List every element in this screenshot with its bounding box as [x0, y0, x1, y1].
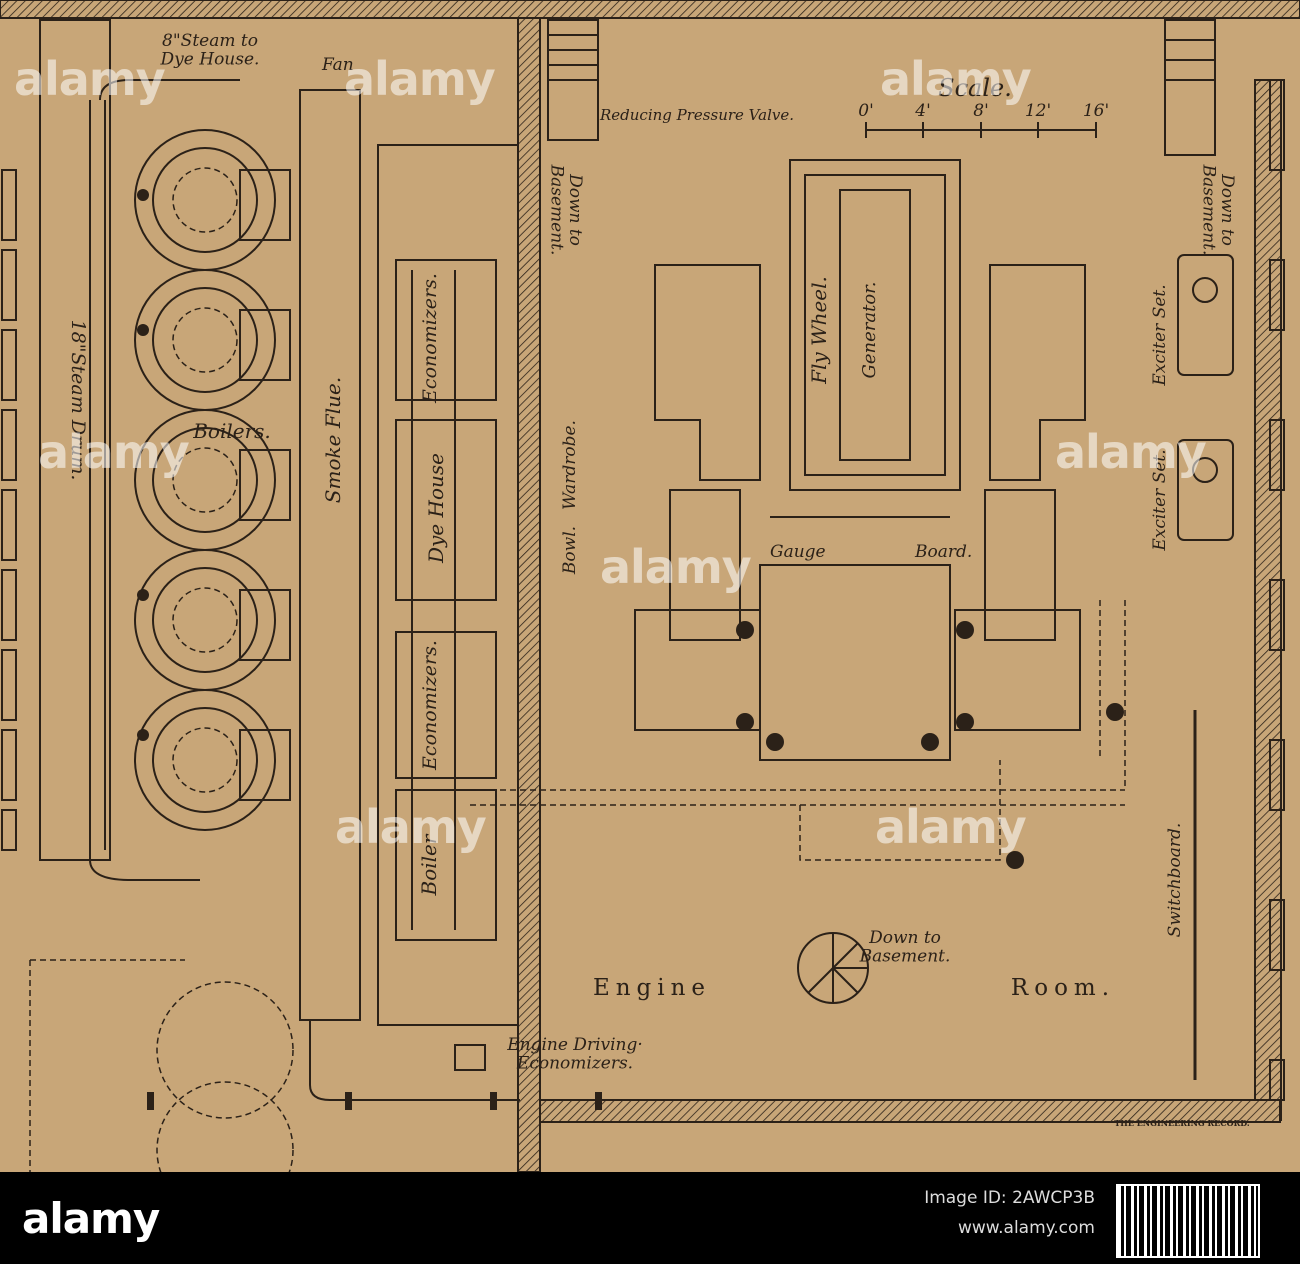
- top-wall: [0, 0, 1300, 19]
- economizer-bay-outline: [377, 144, 519, 1026]
- label-fan: Fan: [321, 55, 354, 75]
- image-id: Image ID: 2AWCP3B: [924, 1188, 1095, 1208]
- label-boiler: Boiler: [417, 833, 441, 896]
- middle-wall: [517, 17, 541, 1172]
- label-steam-drum: 18"Steam Drum.: [67, 320, 89, 481]
- label-switchboard: Switchboard.: [1165, 823, 1185, 938]
- barcode-icon: [1116, 1184, 1260, 1258]
- label-gauge: Gauge: [770, 542, 826, 562]
- label-scale-tick-4: 16': [1083, 101, 1109, 121]
- label-smoke-flue: Smoke Flue.: [321, 377, 345, 503]
- label-scale-title: Scale.: [938, 74, 1012, 102]
- label-boilers: Boilers.: [192, 419, 271, 443]
- label-generator: Generator.: [859, 281, 880, 378]
- label-scale-tick-2: 8': [973, 101, 989, 121]
- boiler-units: [134, 129, 291, 831]
- label-fly-wheel: Fly Wheel.: [807, 276, 831, 385]
- label-credit: THE ENGINEERING RECORD.: [1114, 1118, 1250, 1128]
- label-scale-tick-3: 12': [1025, 101, 1051, 121]
- label-wardrobe: Wardrobe.: [560, 420, 580, 510]
- spiral-stair: [797, 932, 869, 1004]
- label-bowl: Bowl.: [560, 526, 580, 575]
- label-board: Board.: [914, 542, 972, 562]
- smoke-flue-outline: [299, 89, 361, 1021]
- site-url[interactable]: www.alamy.com: [957, 1218, 1095, 1238]
- piping: [470, 600, 1126, 861]
- label-economizers-1: Economizers.: [419, 273, 441, 404]
- label-exciter-set-1: Exciter Set.: [1150, 284, 1170, 386]
- label-scale-tick-0: 0': [858, 101, 874, 121]
- label-engine: Engine: [593, 975, 711, 1001]
- economizer-tubes: [395, 259, 497, 941]
- label-down-to-basement-2: Down toBasement.: [1198, 164, 1237, 256]
- label-dye-house: Dye House: [424, 453, 448, 564]
- label-engine-driving: Engine Driving·Economizers.: [506, 1035, 643, 1074]
- footer-bar: alamy Image ID: 2AWCP3B www.alamy.com: [0, 1172, 1300, 1264]
- label-room: Room.: [1011, 975, 1115, 1001]
- label-reducing-valve: Reducing Pressure Valve.: [599, 106, 794, 124]
- steam-drum-outline: [39, 19, 111, 861]
- exciter-sets: [1177, 254, 1234, 541]
- right-wall: [1254, 79, 1282, 1121]
- label-down-to-basement-1: Down toBasement.: [546, 164, 585, 256]
- label-exciter-set-2: Exciter Set.: [1150, 449, 1170, 551]
- scale-bar: [865, 122, 1097, 138]
- label-scale-tick-1: 4': [914, 101, 931, 121]
- label-economizers-2: Economizers.: [419, 640, 441, 771]
- bottom-wall: [539, 1099, 1281, 1123]
- alamy-logo[interactable]: alamy: [22, 1194, 160, 1243]
- engine-generator: [634, 159, 1086, 761]
